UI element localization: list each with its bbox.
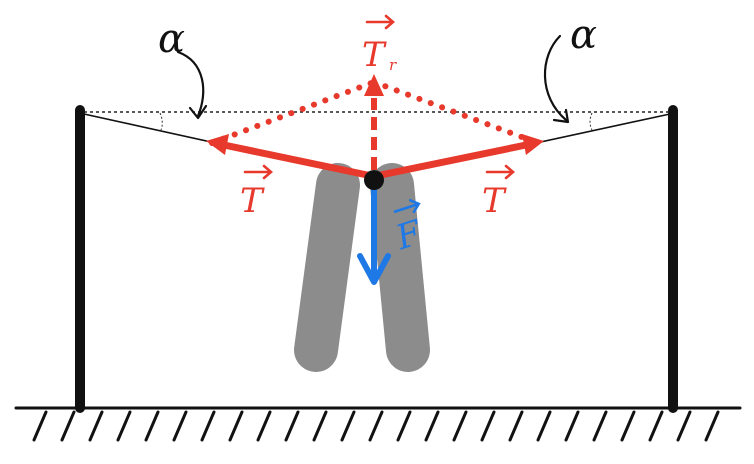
alpha-right-arc — [589, 112, 593, 131]
ground-hatching — [32, 410, 720, 442]
vector-arrow-mark — [365, 14, 395, 30]
vector-arrow-mark — [485, 164, 515, 180]
alpha-left-pointer — [176, 50, 208, 120]
weight-arrow — [357, 179, 391, 285]
alpha-right-pointer — [543, 34, 570, 124]
tension-right-label: T — [482, 164, 515, 221]
tension-left-label: T — [240, 164, 273, 221]
resultant-tension-arrow — [364, 74, 384, 170]
alpha-left-arc — [159, 112, 163, 131]
alpha-right-label: α — [570, 12, 597, 58]
svg-text:T: T — [482, 181, 507, 221]
resultant-tension-label: T r — [362, 14, 397, 75]
tension-left-arrow — [206, 134, 376, 180]
hanging-clothes — [294, 163, 430, 372]
vector-arrow-mark — [243, 164, 273, 180]
alpha-left-label: α — [158, 16, 185, 62]
svg-text:T: T — [362, 35, 387, 75]
attachment-point — [364, 170, 384, 190]
tension-right-arrow — [372, 134, 544, 180]
vector-arrow-mark — [393, 199, 421, 214]
svg-text:r: r — [389, 56, 397, 74]
svg-text:T: T — [240, 181, 265, 221]
resultant-construction — [209, 79, 541, 146]
ground — [14, 406, 742, 442]
